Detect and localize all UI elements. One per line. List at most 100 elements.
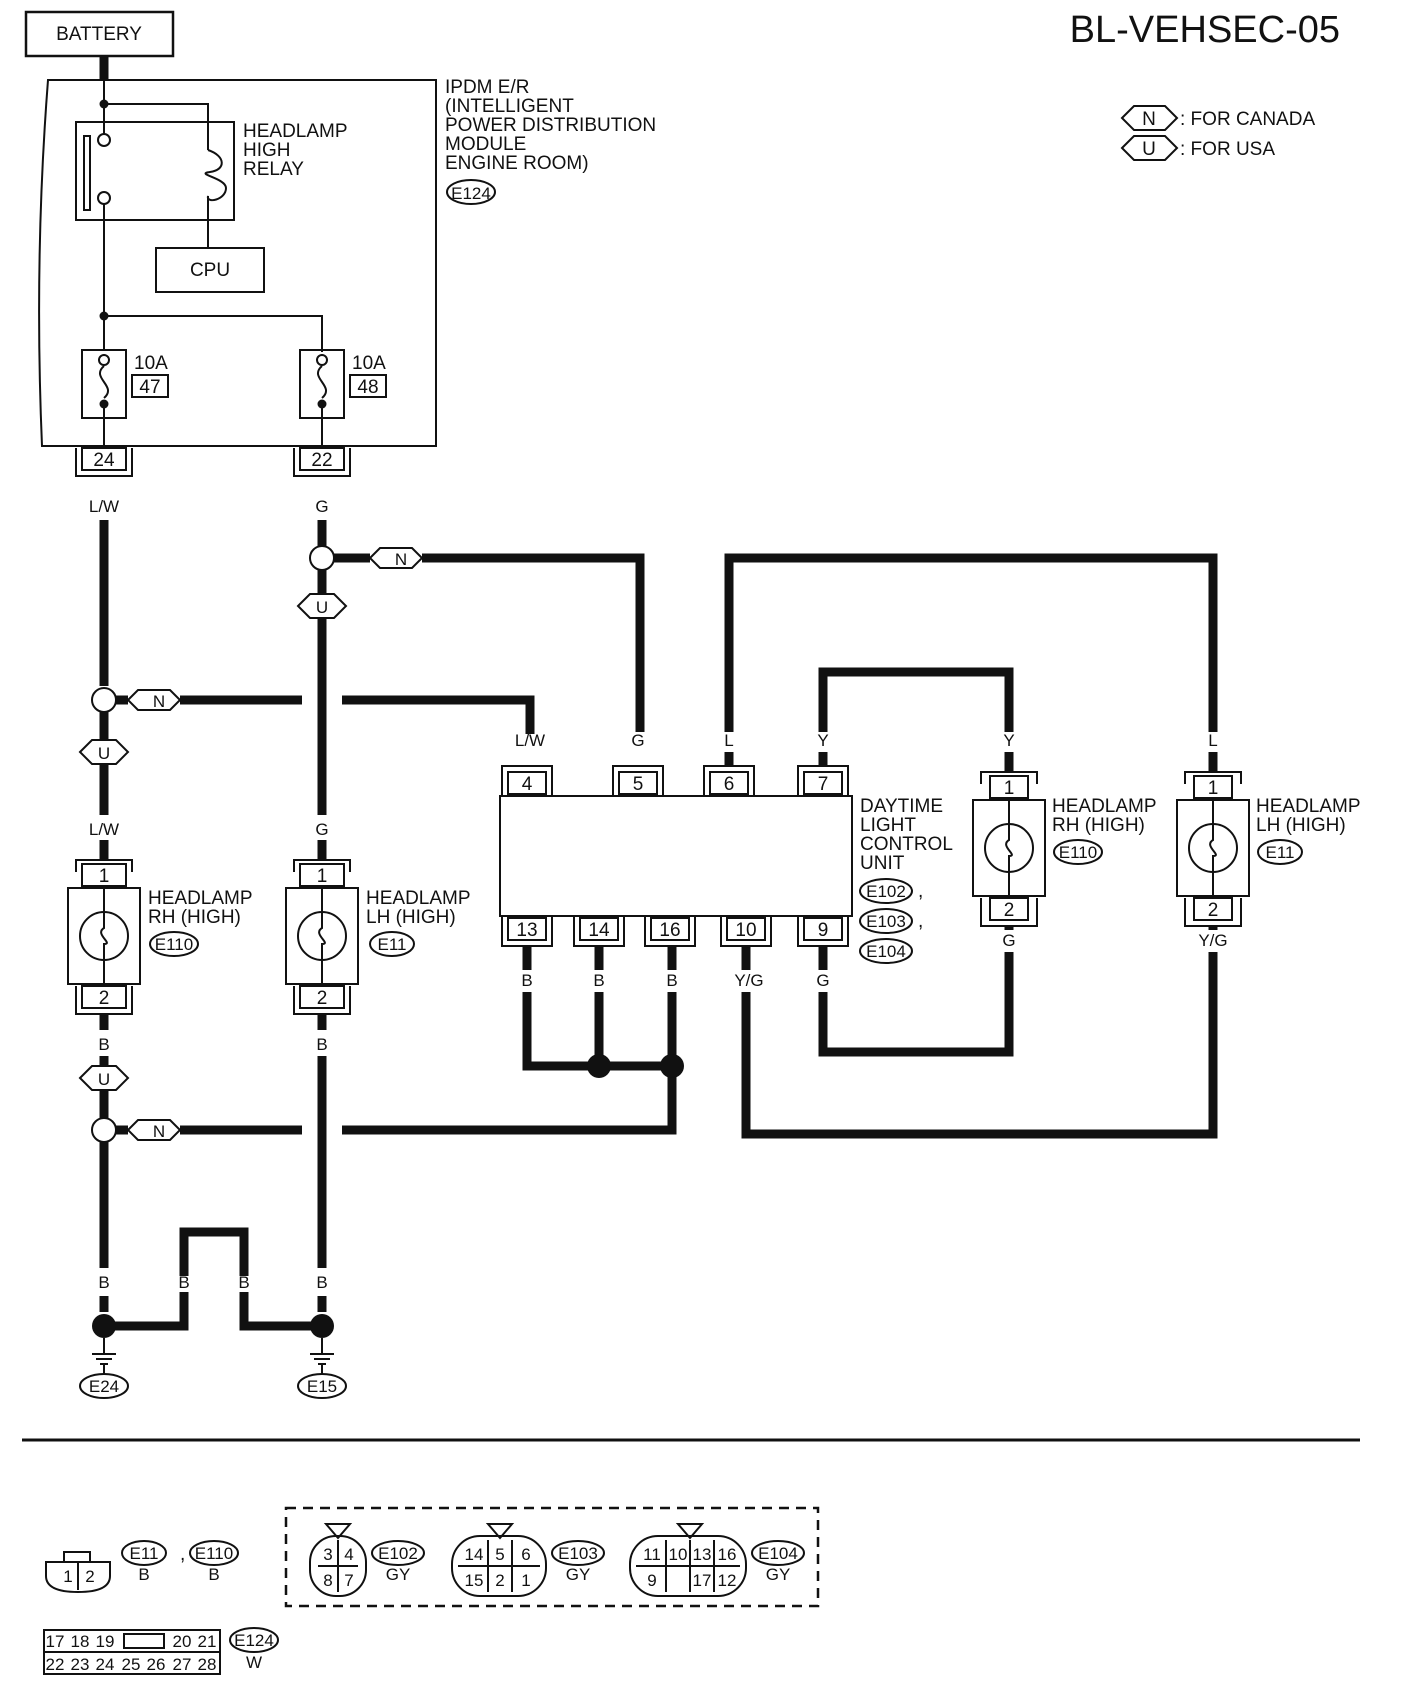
connector-pin: 26 <box>147 1655 166 1674</box>
terminal-box <box>299 447 345 471</box>
canada-legend-symbol <box>1120 105 1179 131</box>
pin-box <box>803 917 843 941</box>
dlcu-label-line: LIGHT <box>860 815 916 836</box>
battery-box <box>24 10 175 58</box>
connector-color: W <box>246 1653 262 1672</box>
canada-tag-label: N <box>153 1122 165 1141</box>
usa-tag-label: U <box>316 598 328 617</box>
headlamp-rh-label: RH (HIGH) <box>148 907 241 928</box>
connector-pin: 2 <box>495 1571 504 1590</box>
connector-pin: 19 <box>96 1632 115 1651</box>
separator: , <box>918 881 923 902</box>
dlcu-pin-10: 10 <box>735 920 756 941</box>
dlcu-top-pins: 4 5 6 7 <box>501 765 849 796</box>
wire-color-label: G <box>816 971 829 990</box>
wire-color-label: B <box>178 1273 189 1292</box>
pin-box <box>989 897 1029 921</box>
pin-box <box>1193 775 1233 799</box>
dlcu-label-line: DAYTIME <box>860 796 943 817</box>
pin-box <box>299 985 345 1009</box>
headlamp-high-relay <box>75 121 235 221</box>
ipdm-label-line: MODULE <box>445 134 526 155</box>
headlamp-lh-label: HEADLAMP <box>366 888 471 909</box>
wire-color-label: B <box>316 1035 327 1054</box>
dlcu-pin-6: 6 <box>724 774 735 795</box>
connector-badge <box>121 1540 167 1566</box>
relay-coil <box>204 149 228 228</box>
connector-pin: 25 <box>122 1655 141 1674</box>
wire-b-to-dlcu <box>342 1066 677 1135</box>
connector-pin: 20 <box>173 1632 192 1651</box>
label-mask <box>176 1276 192 1292</box>
legend: N : FOR CANADA U : FOR USA <box>1120 105 1315 161</box>
ground-e24-badge <box>79 1373 129 1399</box>
pin-box <box>650 917 690 941</box>
wire-color-label: B <box>98 1035 109 1054</box>
canada-legend-text: : FOR CANADA <box>1180 109 1315 130</box>
connector-pin: 23 <box>71 1655 90 1674</box>
wire-color-label: B <box>593 971 604 990</box>
fuse-element <box>316 365 328 399</box>
connector-pin: 11 <box>643 1545 661 1564</box>
connector-pin: 16 <box>718 1545 737 1564</box>
headlamp-rh-left: 1 2 HEADLAMP RH (HIGH) E110 <box>67 859 253 1015</box>
connector-pin: 14 <box>465 1545 484 1564</box>
connector-view-e124: 17 18 19 20 21 22 23 24 25 26 27 28 E124… <box>43 1627 279 1675</box>
terminal-bracket <box>75 448 133 477</box>
wire-lw-to-dlcu <box>342 695 535 728</box>
canada-tag-label: N <box>153 692 165 711</box>
connector-code: E104 <box>758 1544 798 1563</box>
connector-badge <box>1257 839 1303 865</box>
pin-box <box>726 917 766 941</box>
connector-view-e102: 3 4 8 7 E102 GY <box>309 1523 425 1597</box>
dlcu-connector-group <box>284 1506 820 1608</box>
ipdm-box <box>38 79 437 447</box>
connector-shell <box>45 1561 111 1594</box>
usa-legend-symbol <box>1120 135 1179 161</box>
pin-box <box>1193 897 1233 921</box>
wire-color-label: L/W <box>515 731 545 750</box>
diagram-title: BL-VEHSEC-05 <box>1070 9 1340 51</box>
connector-color: GY <box>766 1565 791 1584</box>
connector-key <box>323 1523 353 1540</box>
relay-contact <box>97 191 111 205</box>
connector-key <box>675 1523 705 1540</box>
ground-junction <box>310 1314 334 1338</box>
wire-color-label: B <box>238 1273 249 1292</box>
usa-tag-label: U <box>98 744 110 763</box>
connector-pin: 28 <box>198 1655 217 1674</box>
connector-color: B <box>208 1565 219 1584</box>
wire-color-label: G <box>315 820 328 839</box>
wire-y <box>818 667 1014 732</box>
connector-key <box>485 1523 515 1540</box>
connector-badge <box>551 1540 605 1566</box>
fuse-47-number-box <box>131 374 169 398</box>
connector-badge <box>371 1540 425 1566</box>
pin-bracket <box>1184 771 1242 784</box>
ipdm-label: IPDM E/R (INTELLIGENT POWER DISTRIBUTION… <box>445 77 656 205</box>
wire-yg <box>741 952 1218 1139</box>
cpu-box <box>155 247 265 293</box>
connector-code: E102 <box>378 1544 418 1563</box>
pin-box <box>507 917 547 941</box>
dlcu-label-line: UNIT <box>860 853 905 874</box>
connector-e11-label: E11 <box>1266 843 1295 862</box>
connector-badge <box>859 908 913 934</box>
pin-box <box>507 771 547 795</box>
connector-pin: 3 <box>323 1545 332 1564</box>
ground-jumper-wire <box>104 1227 322 1331</box>
wire-color-label: L <box>1208 731 1217 750</box>
label-mask <box>236 1276 252 1292</box>
connector-badge <box>859 938 913 964</box>
connector-pin: 24 <box>96 1655 115 1674</box>
pin-number: 1 <box>317 866 328 887</box>
headlamp-rh-label: HEADLAMP <box>148 888 253 909</box>
ipdm-label-line: POWER DISTRIBUTION <box>445 115 656 136</box>
canada-tag: N <box>126 1119 182 1141</box>
connector-pin: 1 <box>521 1571 530 1590</box>
wire-color-label: Y/G <box>734 971 763 990</box>
pin-box <box>989 775 1029 799</box>
ipdm-terminal-24: 24 <box>75 447 133 477</box>
connector-badge <box>189 1540 239 1566</box>
usa-tag-label: U <box>98 1070 110 1089</box>
